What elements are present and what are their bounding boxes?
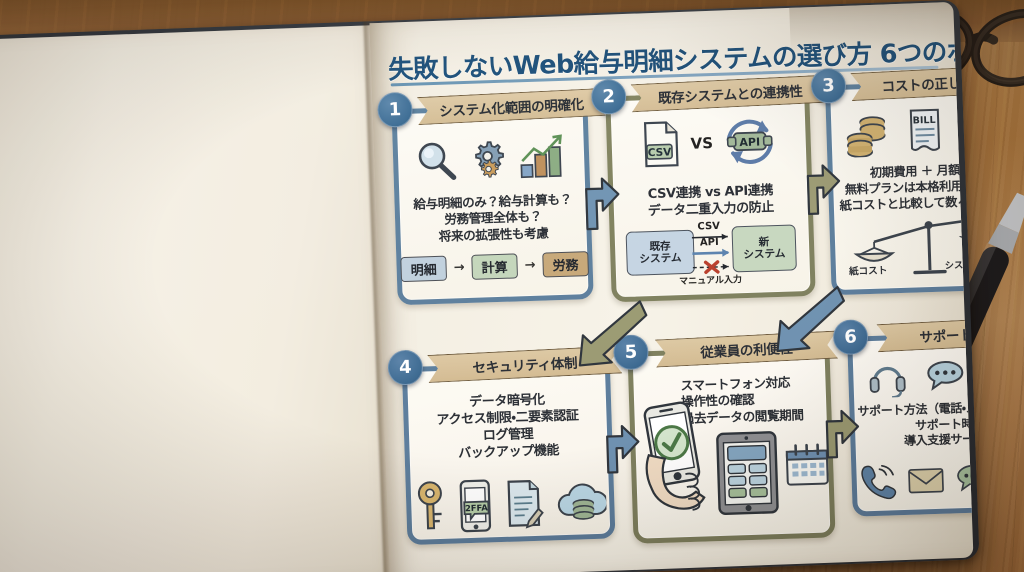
arrow-3-to-4-b xyxy=(776,285,846,353)
card-4-lines: データ暗号化 アクセス制限・二要素認証 ログ管理 バックアップ機能 xyxy=(411,391,605,465)
card-6-ribbon: サポート体制 xyxy=(876,316,973,352)
smartphone-2fa-icon: 2FFA xyxy=(459,479,492,533)
flow-existing-system: 既存 システム xyxy=(625,229,695,276)
svg-text:BILL: BILL xyxy=(913,115,936,127)
card-2-icons: CSV VS API xyxy=(606,112,812,175)
flow-existing-line-2: システム xyxy=(639,252,682,266)
svg-text:CSV: CSV xyxy=(647,146,672,159)
document-edit-icon xyxy=(507,479,544,529)
left-blank-page xyxy=(0,24,404,572)
chip-roumu: 労務 xyxy=(542,251,589,278)
flow-new-line-2: システム xyxy=(743,247,786,262)
card-3-lines: 初期費用 ＋ 月額費用 無料プランは本格利用に不向き 紙コストと比較して数ヶ月で… xyxy=(836,161,973,214)
hand-holding-phone-check-icon xyxy=(635,397,715,529)
arrow-1-to-2 xyxy=(585,177,620,231)
arrow-5-to-6 xyxy=(825,409,860,459)
card-1-lines: 給与明細のみ？給与計算も？ 労務管理全体も？ 将来の拡張性も考慮 xyxy=(402,191,583,246)
card-1-heading: システム化範囲の明確化 xyxy=(438,96,585,121)
chip-arrow-1: → xyxy=(453,260,465,276)
scale-left-label: 紙コスト xyxy=(848,265,888,278)
card-6-icons-top xyxy=(862,353,974,401)
chip-keisan: 計算 xyxy=(471,253,519,280)
card-2-lines: CSV連携 vs API連携 データ二重入力の防止 xyxy=(616,182,805,222)
flow-new-system: 新 システム xyxy=(731,224,797,273)
gear-icon xyxy=(475,141,505,178)
chip-arrow-2: → xyxy=(524,257,536,274)
card-3-icons: BILL xyxy=(826,101,974,161)
arrow-4-to-5 xyxy=(606,424,640,474)
card-6-lines: サポート方法（電話・メール・チャット） サポート時間 導入支援サービス xyxy=(857,398,973,452)
card-4-heading: セキュリティ体制 xyxy=(472,355,578,377)
api-sync-icon: API xyxy=(726,119,774,164)
bar-chart-growth-icon xyxy=(520,134,562,179)
csv-file-icon: CSV xyxy=(643,121,679,168)
tablet-form-icon xyxy=(716,431,779,515)
infographic: 失敗しないWeb給与明細システムの選び方 6つのポイント 1 システム化範囲の明… xyxy=(371,3,974,572)
flow-existing-line-1: 既存 xyxy=(649,240,671,253)
headset-icon xyxy=(869,366,906,399)
phone-ringing-icon xyxy=(861,464,897,500)
card-4[interactable]: 4 セキュリティ体制 データ暗号化 アクセス制限・二要素認証 ログ管理 バックア… xyxy=(387,360,616,546)
card-1[interactable]: 1 システム化範囲の明確化 xyxy=(376,103,594,306)
card-6-icons-bottom xyxy=(859,455,974,505)
open-notebook: 失敗しないWeb給与明細システムの選び方 6つのポイント 1 システム化範囲の明… xyxy=(0,0,980,572)
svg-text:2FFA: 2FFA xyxy=(465,502,489,513)
right-page-with-infographic: 失敗しないWeb給与明細システムの選び方 6つのポイント 1 システム化範囲の明… xyxy=(369,1,974,572)
card-2-heading: 既存システムとの連携性 xyxy=(657,83,803,108)
flow-new-line-1: 新 xyxy=(758,236,770,249)
chip-meisai: 明細 xyxy=(400,255,448,283)
card-5[interactable]: 5 従業員の利便性 スマートフォン対応 操作性の確認 過去データの閲覧期間 xyxy=(612,345,835,544)
card-2[interactable]: 2 既存システムとの連携性 CSV VS xyxy=(590,90,816,303)
calendar-icon xyxy=(785,443,829,486)
card-3-balance-scale: 紙コスト システムコスト （回収後） xyxy=(843,211,974,286)
card-2-flow-diagram: 既存 システム 新 システム CSV API マニュアル入力 xyxy=(625,216,799,288)
envelope-icon xyxy=(907,468,944,494)
card-6[interactable]: 6 サポート体制 xyxy=(832,330,974,517)
card-3[interactable]: 3 コストの正しい理解 xyxy=(810,79,974,296)
key-icon xyxy=(417,481,442,530)
coins-icon xyxy=(846,116,886,158)
card-1-icons xyxy=(392,129,590,189)
svg-text:API: API xyxy=(739,135,760,149)
arrow-3-to-4 xyxy=(578,300,648,367)
chat-bubble-icon xyxy=(927,361,964,391)
cloud-database-icon xyxy=(557,483,608,520)
card-4-icons: 2FFA xyxy=(405,472,615,537)
magnifier-icon xyxy=(418,142,457,180)
bill-invoice-icon: BILL xyxy=(909,108,941,151)
arrow-2-to-3 xyxy=(806,164,841,216)
vs-label: VS xyxy=(690,134,714,153)
flow-edges xyxy=(691,233,730,275)
